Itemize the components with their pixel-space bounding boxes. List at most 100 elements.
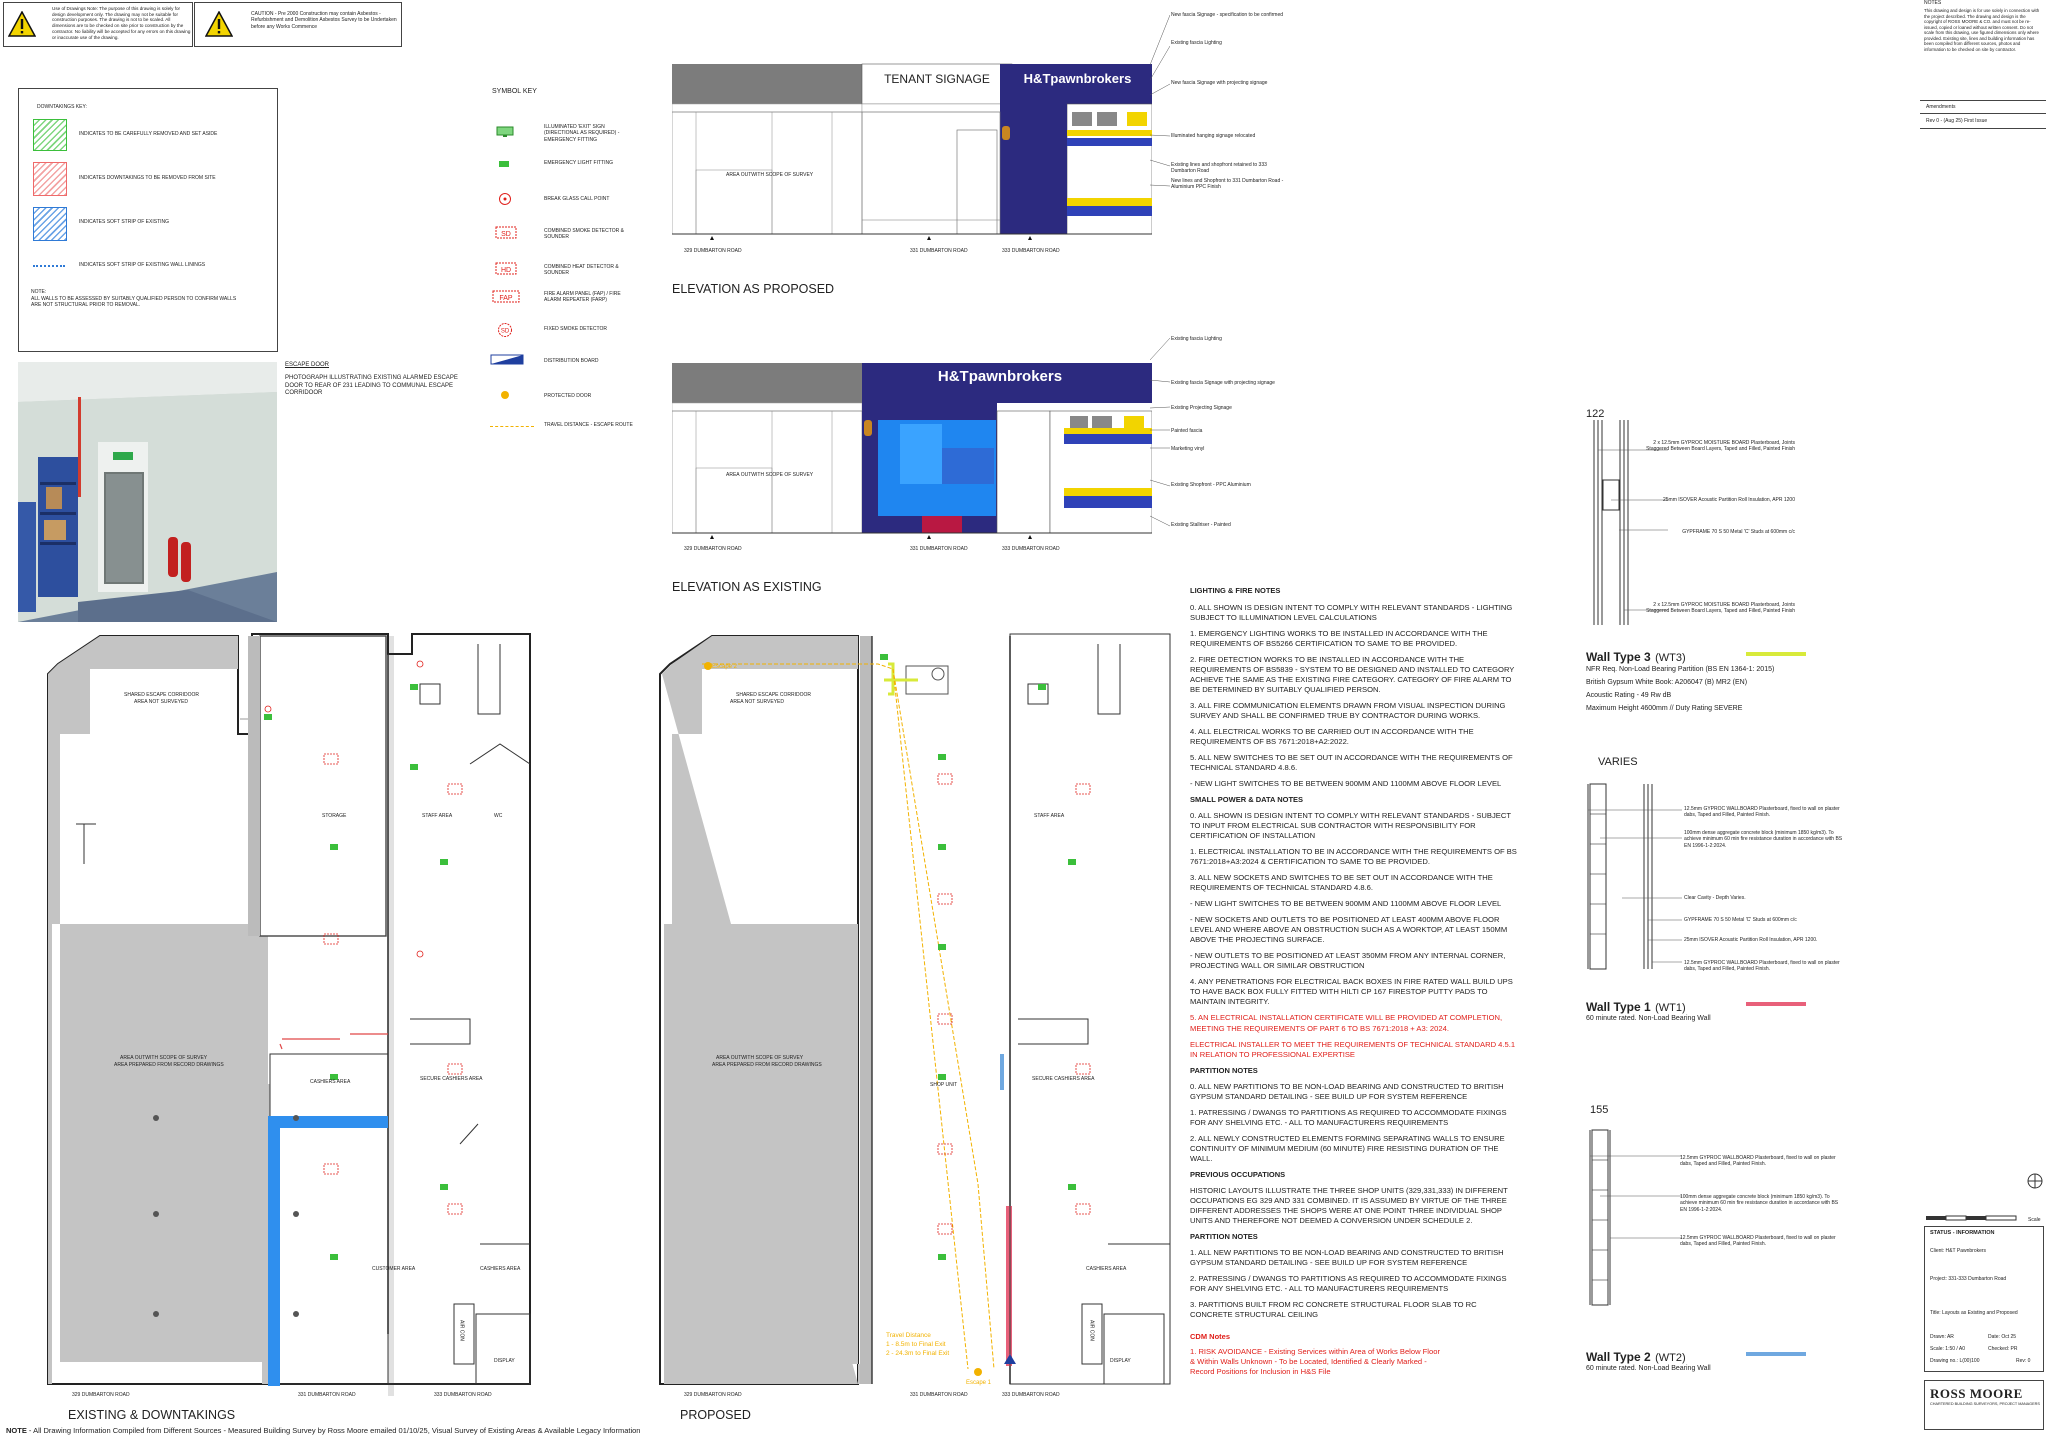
tb-drawn: Drawn: AR xyxy=(1930,1334,1954,1340)
key-label-blue: INDICATES SOFT STRIP OF EXISTING xyxy=(79,219,170,225)
footer-note-label: NOTE xyxy=(6,1426,27,1435)
drawing-use-warning-text: Use of Drawings Note: The purpose of thi… xyxy=(52,6,191,40)
wt2-layer-0: 12.5mm GYPROC WALLBOARD Plasterboard, fi… xyxy=(1680,1155,1836,1168)
plan-existing-room-record: AREA PREPARED FROM RECORD DRAWINGS xyxy=(114,1062,224,1068)
partition-notes-2-title: PARTITION NOTES xyxy=(1190,1231,1258,1241)
elevation-existing-leaders xyxy=(1150,337,1170,527)
elevation-existing-road-331: 331 DUMBARTON ROAD xyxy=(910,546,968,552)
asbestos-caution-text: CAUTION - Pre 2000 Construction may cont… xyxy=(251,11,397,30)
wt2-dim: 155 xyxy=(1590,1104,1609,1116)
wt2-title: Wall Type 2 (WT2) xyxy=(1586,1348,1686,1366)
tb-client: Client: H&T Pawnbrokers xyxy=(1930,1248,1987,1254)
tb-drawing-no: Drawing no.: L(00)100 xyxy=(1930,1358,1980,1364)
heat-detector-icon: HD xyxy=(495,262,517,275)
elevation-proposed-signage: TENANT SIGNAGE xyxy=(884,72,990,86)
plan-proposed-road-329: 329 DUMBARTON ROAD xyxy=(684,1392,742,1398)
tb-divider xyxy=(1920,100,2046,101)
power-notes-title: SMALL POWER & DATA NOTES xyxy=(1190,795,1304,805)
plan-existing-room-aircon: AIR CON xyxy=(458,1320,465,1341)
svg-text:SD: SD xyxy=(501,329,510,335)
warning-icon xyxy=(205,11,233,37)
elevation-existing-callout-4: Painted fascia xyxy=(1171,428,1203,434)
plan-existing-road-333: 333 DUMBARTON ROAD xyxy=(434,1392,492,1398)
key-swatch-blue xyxy=(33,207,67,241)
partition-note-0: 0. ALL NEW PARTITIONS TO BE NON-LOAD BEA… xyxy=(1190,1081,1504,1101)
plan-proposed-room-shop: SHOP UNIT xyxy=(930,1082,958,1088)
fixed-smoke-detector-icon: SD xyxy=(498,323,512,337)
plan-proposed xyxy=(659,633,1171,1385)
power-note-0: 0. ALL SHOWN IS DESIGN INTENT TO COMPLY … xyxy=(1190,811,1511,841)
plan-proposed-room-outwith: AREA OUTWITH SCOPE OF SURVEY xyxy=(716,1055,804,1061)
elevation-proposed-road-331: 331 DUMBARTON ROAD xyxy=(910,248,968,254)
smoke-detector-icon: SD xyxy=(495,226,517,239)
asbestos-caution: CAUTION - Pre 2000 Construction may cont… xyxy=(194,2,402,47)
wt3-spec-3: Maximum Height 4600mm // Duty Rating SEV… xyxy=(1586,705,1743,712)
elevation-proposed-title: ELEVATION AS PROPOSED xyxy=(672,282,835,296)
tb-title: Title: Layouts as Existing and Proposed xyxy=(1930,1310,2018,1316)
plan-existing-room-not-surveyed: AREA NOT SURVEYED xyxy=(134,699,188,705)
tb-scale: Scale: 1:50 / A0 xyxy=(1930,1346,1966,1352)
lighting-note-2: 2. FIRE DETECTION WORKS TO BE INSTALLED … xyxy=(1190,655,1515,695)
symbol-key-title: SYMBOL KEY xyxy=(492,88,537,95)
tb-project: Project: 331-333 Dumbarton Road xyxy=(1930,1276,2007,1282)
wt1-layer-4: 25mm ISOVER Acoustic Partition Roll Insu… xyxy=(1684,937,1818,943)
power-note-6: 4. ANY PENETRATIONS FOR ELECTRICAL BACK … xyxy=(1190,977,1513,1007)
plan-proposed-room-corridor: SHARED ESCAPE CORRIDOOR xyxy=(736,692,812,698)
elevation-existing-callout-1: Existing fascia Lighting xyxy=(1171,336,1222,342)
elevation-existing-title: ELEVATION AS EXISTING xyxy=(672,580,822,594)
symbol-label-db: DISTRIBUTION BOARD xyxy=(544,358,599,364)
tb-amendments-title: Amendments xyxy=(1926,104,1956,110)
wt2-color-bar xyxy=(1746,1352,1806,1356)
symbol-label-fsd: FIXED SMOKE DETECTOR xyxy=(544,326,607,332)
wt1-dim: VARIES xyxy=(1598,756,1638,768)
elevation-proposed-callout-1: New fascia Signage - specification to be… xyxy=(1171,12,1284,18)
plan-existing-room-storage: STORAGE xyxy=(322,813,347,819)
key-label-red: INDICATES DOWNTAKINGS TO BE REMOVED FROM… xyxy=(79,175,216,181)
plan-existing-room-customer: CUSTOMER AREA xyxy=(372,1266,416,1272)
tb-company-box xyxy=(1924,1380,2044,1430)
symbol-label-call: BREAK GLASS CALL POINT xyxy=(544,196,610,202)
wt1-layer-0: 12.5mm GYPROC WALLBOARD Plasterboard, fi… xyxy=(1684,806,1840,819)
plan-proposed-title: PROPOSED xyxy=(680,1408,751,1422)
elevation-existing-callout-7: Existing Stallriser - Painted xyxy=(1171,522,1231,528)
symbol-label-sd: COMBINED SMOKE DETECTOR & SOUNDER xyxy=(544,228,624,241)
wt1-title: Wall Type 1 (WT1) xyxy=(1586,998,1686,1016)
power-note-4: - NEW SOCKETS AND OUTLETS TO BE POSITION… xyxy=(1190,915,1508,945)
emergency-light-icon xyxy=(499,161,509,167)
plan-existing-room-outwith: AREA OUTWITH SCOPE OF SURVEY xyxy=(120,1055,208,1061)
wt2-sub: 60 minute rated. Non-Load Bearing Wall xyxy=(1586,1365,1711,1372)
symbol-key: SYMBOL KEY ILLUMINATED 'EXIT' SIGN (DIRE… xyxy=(490,86,650,446)
elevation-proposed-leaders xyxy=(1150,14,1170,187)
escape-door-caption: PHOTOGRAPH ILLUSTRATING EXISTING ALARMED… xyxy=(285,375,458,396)
wt3-spec-2: Acoustic Rating - 49 Rw dB xyxy=(1586,692,1672,699)
partition2-note-0: 1. ALL NEW PARTITIONS TO BE NON-LOAD BEA… xyxy=(1190,1247,1504,1267)
call-point-icon xyxy=(499,193,511,205)
lighting-note-3: 3. ALL FIRE COMMUNICATION ELEMENTS DRAWN… xyxy=(1190,701,1506,721)
lighting-notes-title: LIGHTING & FIRE NOTES xyxy=(1190,586,1281,595)
elevation-proposed-callout-5: Existing lines and shopfront retained to… xyxy=(1171,162,1267,175)
plan-existing-room-cashiers-2: CASHIERS AREA xyxy=(480,1266,521,1272)
plan-proposed-room-secure: SECURE CASHIERS AREA xyxy=(1032,1076,1095,1082)
wt2-title-text: Wall Type 2 xyxy=(1586,1350,1651,1364)
power-note-5: - NEW OUTLETS TO BE POSITIONED AT LEAST … xyxy=(1190,951,1506,971)
symbol-label-exit: ILLUMINATED 'EXIT' SIGN (DIRECTIONAL AS … xyxy=(544,124,620,143)
wt3-layer-3: 2 x 12.5mm GYPROC MOISTURE BOARD Plaster… xyxy=(1646,602,1795,615)
elevation-existing-callout-6: Existing Shopfront - PPC Aluminium xyxy=(1171,482,1251,488)
tb-notes-title: NOTES xyxy=(1924,0,1942,6)
wt3-color-bar xyxy=(1746,652,1806,656)
plan-existing-road-331: 331 DUMBARTON ROAD xyxy=(298,1392,356,1398)
wt2-section xyxy=(1589,1129,1682,1306)
cdm-notes-title: CDM Notes xyxy=(1190,1331,1231,1341)
partition-notes-title: PARTITION NOTES xyxy=(1190,1065,1258,1075)
plan-existing-road-329: 329 DUMBARTON ROAD xyxy=(72,1392,130,1398)
cdm-note: 1. RISK AVOIDANCE - Existing Services wi… xyxy=(1190,1346,1440,1376)
plan-proposed-room-aircon: AIR CON xyxy=(1088,1320,1095,1341)
protected-door-icon xyxy=(501,391,509,399)
wt1-color-bar xyxy=(1746,1002,1806,1006)
wt3-section xyxy=(1593,420,1668,625)
footer-note: NOTE - All Drawing Information Compiled … xyxy=(6,1426,640,1435)
plan-existing xyxy=(47,633,531,1396)
wt1-section xyxy=(1587,783,1682,970)
previous-occupations-title: PREVIOUS OCCUPATIONS xyxy=(1190,1169,1286,1179)
wt3-spec-1: British Gypsum White Book: A206047 (B) M… xyxy=(1586,679,1748,686)
